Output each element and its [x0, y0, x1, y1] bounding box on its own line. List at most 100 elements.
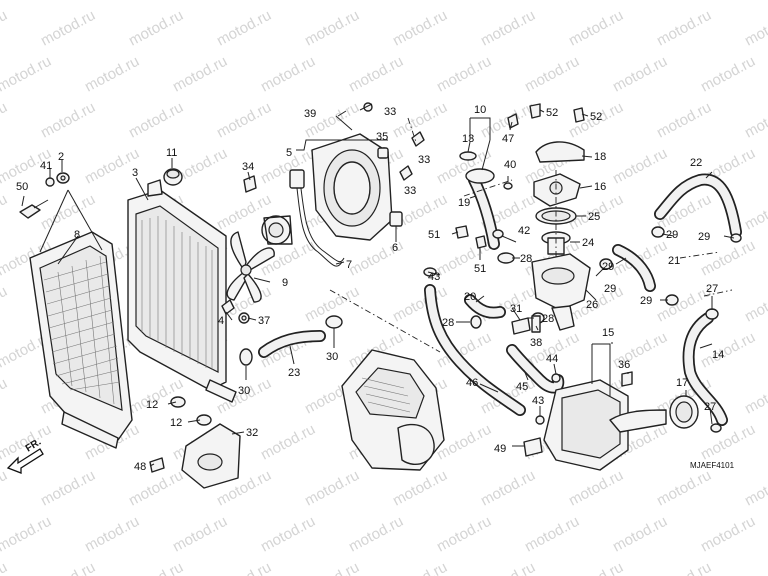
- callout-48: 48: [134, 461, 146, 473]
- callout-29a: 29: [602, 261, 614, 273]
- reserve-tank: [543, 379, 667, 471]
- callout-37: 37: [258, 315, 270, 327]
- hose-23: [258, 330, 326, 358]
- fan-blade: [226, 231, 275, 303]
- callout-29e: 29: [604, 283, 616, 295]
- bracket-32: [181, 423, 241, 489]
- hose-14: [682, 312, 728, 426]
- callout-5: 5: [286, 147, 292, 159]
- leader-lines: [21, 109, 735, 467]
- grommet-12a: [170, 396, 186, 408]
- callout-45: 45: [516, 381, 528, 393]
- callout-35: 35: [376, 131, 388, 143]
- callout-23: 23: [288, 367, 300, 379]
- callout-40: 40: [504, 159, 516, 171]
- collar-6: [389, 211, 403, 227]
- bolt-36: [621, 371, 633, 387]
- clamp-29d: [730, 233, 742, 243]
- callout-2: 2: [58, 151, 64, 163]
- bolt-4: [221, 299, 235, 315]
- bolt-51a: [455, 225, 469, 239]
- callout-16: 16: [594, 181, 606, 193]
- callout-30b: 30: [326, 351, 338, 363]
- callout-39: 39: [304, 108, 316, 120]
- bolt-34: [243, 175, 257, 193]
- bolt-52b: [573, 107, 585, 123]
- radiator-shroud: [29, 231, 133, 449]
- callout-28b: 28: [442, 317, 454, 329]
- clamp-28b: [470, 315, 482, 329]
- callout-28c: 28: [542, 313, 554, 325]
- thermostat-housing-26: [531, 253, 591, 331]
- callout-19: 19: [458, 197, 470, 209]
- callout-26: 26: [586, 299, 598, 311]
- callout-29c: 29: [640, 295, 652, 307]
- callout-17: 17: [676, 377, 688, 389]
- callout-25: 25: [588, 211, 600, 223]
- callout-labels: 2 41 50 8 3 11 34 5 39 33 35 33 33 6 7 9…: [16, 104, 724, 473]
- callout-41: 41: [40, 160, 52, 172]
- callout-3: 3: [132, 167, 138, 179]
- fan-motor: [261, 169, 345, 267]
- sensor-31: [511, 317, 531, 335]
- callout-24: 24: [582, 237, 594, 249]
- callout-33c: 33: [404, 185, 416, 197]
- bolt-33c: [399, 165, 413, 181]
- grommet-37: [238, 312, 250, 324]
- callout-33a: 33: [384, 106, 396, 118]
- bracket-18: [535, 141, 585, 163]
- bolt-48: [149, 457, 165, 473]
- callout-32: 32: [246, 427, 258, 439]
- bolt-33b: [411, 131, 425, 147]
- callout-4: 4: [218, 315, 224, 327]
- bolt-47: [507, 113, 519, 129]
- callout-28a: 28: [520, 253, 532, 265]
- hose-46: [424, 284, 526, 416]
- callout-50: 50: [16, 181, 28, 193]
- front-direction-marker: FR.: [6, 437, 44, 474]
- callout-29b: 29: [666, 229, 678, 241]
- centerlines: [329, 117, 733, 353]
- bolt-44: [551, 373, 561, 383]
- clamp-27a: [705, 308, 719, 320]
- callout-34: 34: [242, 161, 254, 173]
- callout-29d: 29: [698, 231, 710, 243]
- clamp-27b: [710, 423, 722, 433]
- callout-36: 36: [618, 359, 630, 371]
- callout-30a: 30: [238, 385, 250, 397]
- callout-7: 7: [346, 259, 352, 271]
- bolt-39: [335, 115, 353, 131]
- bolt-51b: [475, 235, 487, 249]
- engine-block: [341, 349, 445, 471]
- callout-20: 20: [464, 291, 476, 303]
- callout-11: 11: [166, 147, 177, 159]
- bolt-33: [359, 102, 373, 112]
- callout-49: 49: [494, 443, 506, 455]
- clamp-29a: [599, 258, 613, 270]
- callout-6: 6: [392, 242, 398, 254]
- callout-43a: 43: [428, 271, 440, 283]
- callout-9: 9: [282, 277, 288, 289]
- thermostat-cap-16: [533, 173, 581, 207]
- callout-38-num: 38: [530, 337, 542, 349]
- callout-21: 21: [668, 255, 680, 267]
- hose-21: [612, 244, 656, 292]
- bolt-38: [531, 315, 541, 333]
- callout-12a: 12: [146, 399, 158, 411]
- callout-14-label: 14: [712, 349, 724, 361]
- clamp-43b: [535, 415, 545, 425]
- callout-27b: 27: [704, 401, 716, 413]
- callout-44: 44: [546, 353, 558, 365]
- hose-45: [506, 344, 565, 394]
- clamp-42: [492, 229, 504, 239]
- clamp-28a: [497, 252, 515, 264]
- callout-51b: 51: [474, 263, 486, 275]
- nut-41: [45, 177, 55, 187]
- water-pipe-19: [465, 168, 500, 250]
- bolt-50: [19, 199, 49, 219]
- callout-43b: 43: [532, 395, 544, 407]
- o-ring-13: [459, 151, 477, 161]
- bolt-52a: [529, 103, 541, 119]
- callout-52b: 52: [590, 111, 602, 123]
